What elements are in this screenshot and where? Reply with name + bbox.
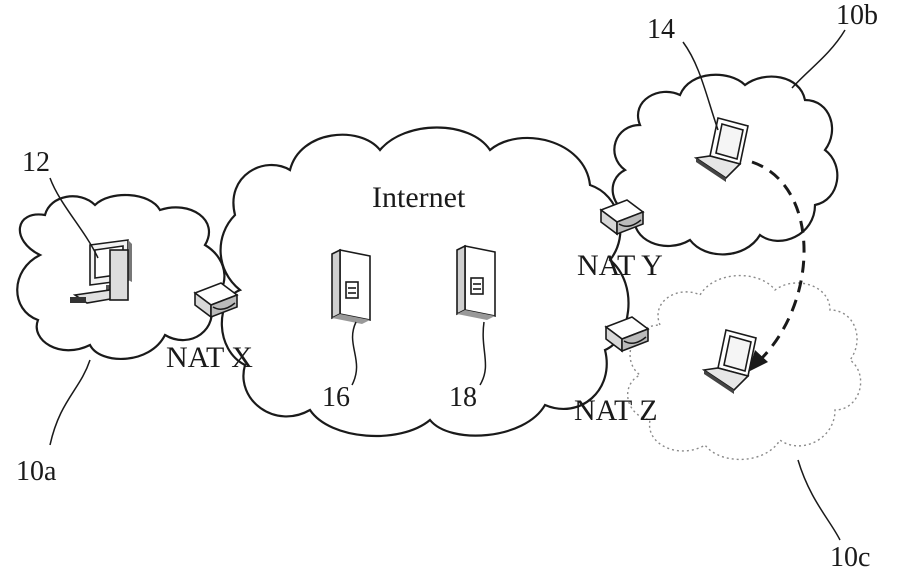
internet-label: Internet (372, 181, 466, 214)
ref-10c-label: 10c (830, 542, 870, 573)
server-icon (331, 248, 371, 324)
arrow-head-icon (748, 350, 768, 372)
nat-x-label: NAT X (166, 341, 253, 374)
leader-10c (797, 459, 841, 541)
ref-18-label: 18 (449, 382, 477, 413)
roaming-arrow (751, 160, 806, 362)
server-icon (456, 244, 496, 320)
leader-18 (479, 321, 487, 386)
leader-12 (49, 177, 99, 259)
cloud-internet (219, 126, 630, 438)
nat-router-icon (193, 282, 239, 319)
nat-z-label: NAT Z (574, 394, 658, 427)
leader-10a (49, 359, 91, 446)
leader-14 (682, 41, 719, 131)
desktop-computer-icon (70, 239, 132, 304)
nat-y-label: NAT Y (577, 249, 663, 282)
leader-16 (351, 321, 358, 386)
nat-router-icon (604, 316, 650, 353)
ref-14-label: 14 (647, 14, 675, 45)
ref-12-label: 12 (22, 147, 50, 178)
laptop-icon (693, 117, 749, 182)
laptop-icon (701, 329, 757, 394)
ref-10b-label: 10b (836, 0, 878, 31)
nat-router-icon (599, 199, 645, 236)
ref-16-label: 16 (322, 382, 350, 413)
ref-10a-label: 10a (16, 456, 57, 487)
leader-10b (791, 29, 846, 89)
